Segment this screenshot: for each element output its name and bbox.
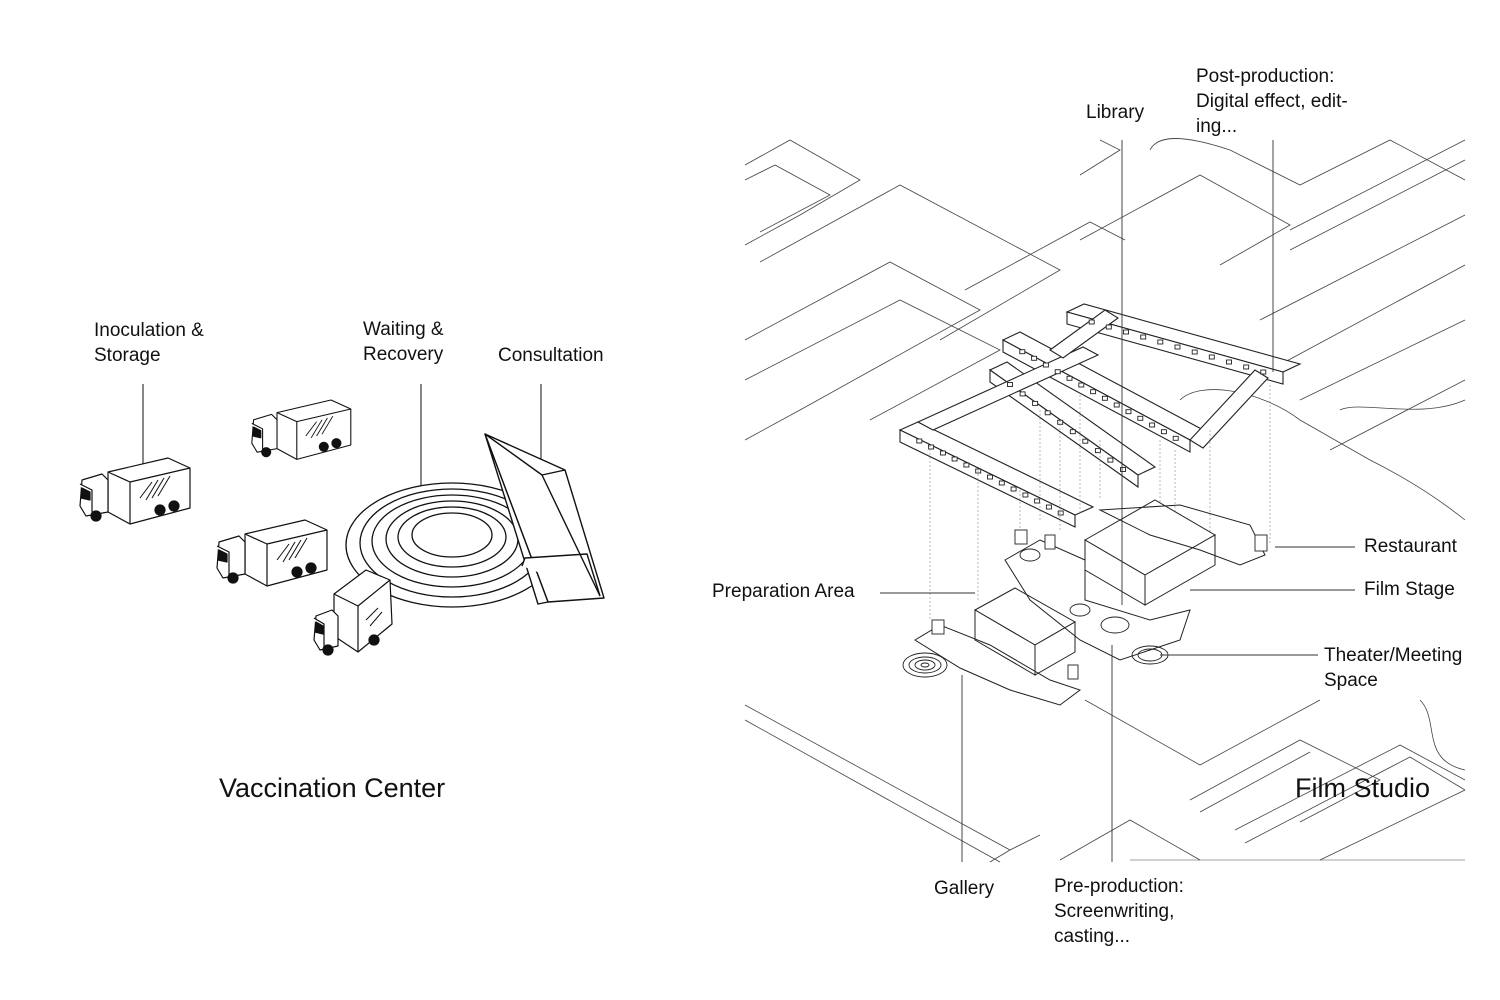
beam-window: [1082, 438, 1089, 444]
beam-window: [1044, 410, 1051, 416]
beam-window: [1022, 492, 1029, 498]
label-theater-meeting-space: Theater/Meeting Space: [1324, 645, 1463, 691]
beam-window: [1191, 349, 1198, 355]
beam-window: [1090, 389, 1097, 395]
label-preparation-area: Preparation Area: [712, 581, 855, 602]
gallery-spiral: [902, 652, 948, 678]
beam-window: [1208, 354, 1215, 360]
beam-window: [1007, 382, 1013, 387]
beam-window: [1243, 364, 1250, 370]
truck-2: [251, 399, 352, 461]
beam-window: [1019, 391, 1026, 397]
beam-window: [1054, 369, 1061, 375]
beam-window: [1088, 319, 1095, 325]
beam-window: [987, 474, 993, 480]
beam-window: [1157, 339, 1164, 345]
beam-window: [1066, 375, 1073, 381]
beam-window: [1107, 457, 1114, 463]
beam-window: [1078, 382, 1085, 388]
beam-window: [1137, 415, 1144, 421]
beam-window: [1019, 349, 1026, 355]
label-waiting-recovery: Waiting & Recovery: [363, 319, 444, 365]
beam-window: [1045, 504, 1052, 510]
label-library: Library: [1086, 102, 1145, 123]
beam-window: [1094, 448, 1101, 454]
beam-window: [1031, 355, 1038, 361]
consultation-prism: [484, 433, 605, 605]
beam-window: [1174, 344, 1181, 350]
beam-window: [1260, 369, 1267, 375]
beam-window: [963, 462, 970, 468]
beam-window: [1105, 324, 1112, 330]
beam-window: [1123, 329, 1129, 335]
label-post-production: Post-production: Digital effect, edit- i…: [1196, 66, 1348, 137]
ground-buildings: [914, 499, 1266, 706]
beam-window: [928, 444, 935, 450]
title-film-studio: Film Studio: [1295, 773, 1431, 803]
label-pre-production: Pre-production: Screenwriting, casting..…: [1054, 876, 1184, 947]
ring: [411, 512, 493, 558]
beam-window: [1042, 362, 1049, 368]
site-map: [744, 138, 1466, 863]
label-restaurant: Restaurant: [1364, 536, 1457, 557]
label-film-stage: Film Stage: [1364, 579, 1455, 600]
beam-window: [1160, 429, 1167, 435]
beam-windows: [916, 319, 1267, 516]
beam-window: [939, 450, 946, 456]
beam-window: [1057, 510, 1064, 516]
film-leaders: [880, 140, 1355, 862]
beam-window: [1010, 486, 1017, 492]
label-consultation: Consultation: [498, 345, 604, 366]
beam-window: [1113, 402, 1120, 408]
beam-window: [951, 456, 958, 462]
beam-window: [1226, 359, 1232, 365]
truck-4: [313, 569, 393, 656]
label-gallery: Gallery: [934, 878, 995, 899]
title-vaccination-center: Vaccination Center: [219, 773, 446, 803]
beam-window: [1101, 395, 1108, 401]
beam-window: [1140, 334, 1147, 340]
beam-window: [1125, 409, 1132, 415]
beam-window: [1120, 467, 1126, 472]
beam-window: [1069, 429, 1076, 435]
beam-window: [1032, 400, 1039, 406]
truck-3: [216, 519, 328, 587]
beam-window: [998, 480, 1005, 486]
truck-1: [79, 457, 191, 525]
label-inoculation-storage: Inoculation & Storage: [94, 320, 204, 366]
beam-window: [1149, 422, 1156, 428]
beam-window: [916, 438, 923, 444]
beam-window: [1034, 498, 1041, 504]
projection-lines: [929, 385, 1271, 620]
waiting-recovery-rings: [345, 482, 559, 608]
beam-window: [1172, 435, 1179, 441]
